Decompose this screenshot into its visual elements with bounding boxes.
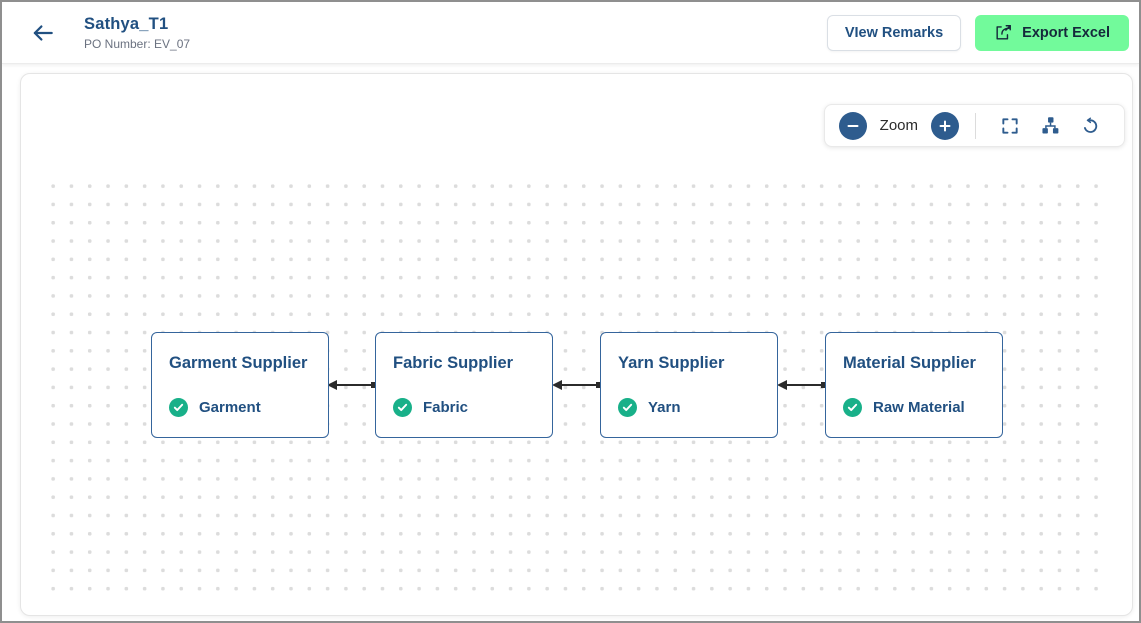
node-yarn-supplier[interactable]: Yarn Supplier Yarn [600, 332, 778, 438]
org-chart-icon [1040, 115, 1061, 136]
export-excel-button[interactable]: Export Excel [975, 14, 1129, 51]
rotate-reset-icon [1080, 116, 1100, 136]
flow-canvas[interactable]: Zoom [20, 73, 1133, 616]
fit-view-button[interactable] [995, 111, 1025, 141]
zoom-toolbar: Zoom [823, 104, 1125, 147]
edge-material-to-yarn [777, 380, 826, 390]
zoom-label: Zoom [879, 117, 918, 134]
arrow-left-icon [30, 20, 56, 46]
title-block: Sathya_T1 PO Number: EV_07 [84, 15, 190, 51]
node-status-label: Garment [199, 399, 261, 416]
node-status-label: Fabric [423, 399, 469, 416]
node-status-row: Raw Material [843, 398, 985, 417]
header-bar: Sathya_T1 PO Number: EV_07 VIew Remarks … [2, 2, 1139, 64]
back-button[interactable] [28, 18, 58, 48]
check-circle-icon [393, 398, 412, 417]
node-title: Fabric Supplier [393, 354, 514, 372]
page-title: Sathya_T1 [84, 14, 169, 33]
fullscreen-corners-icon [1000, 116, 1020, 136]
export-share-icon [994, 23, 1013, 42]
node-status-row: Yarn [618, 398, 760, 417]
toolbar-divider [975, 112, 976, 139]
check-circle-icon [618, 398, 637, 417]
node-title: Material Supplier [843, 354, 976, 372]
zoom-in-button[interactable] [931, 111, 959, 140]
node-title: Garment Supplier [169, 354, 308, 372]
node-fabric-supplier[interactable]: Fabric Supplier Fabric [375, 332, 553, 438]
plus-circle-icon [938, 119, 952, 133]
export-excel-label: Export Excel [1022, 24, 1110, 41]
node-status-label: Yarn [648, 399, 681, 416]
node-status-label: Raw Material [873, 399, 965, 416]
zoom-out-button[interactable] [838, 111, 867, 140]
node-status-row: Garment [169, 398, 311, 417]
check-circle-icon [169, 398, 188, 417]
minus-circle-icon [846, 119, 860, 133]
node-garment-supplier[interactable]: Garment Supplier Garment [151, 332, 329, 438]
reset-view-button[interactable] [1075, 111, 1105, 141]
po-number-subtitle: PO Number: EV_07 [84, 36, 191, 51]
check-circle-icon [843, 398, 862, 417]
node-status-row: Fabric [393, 398, 535, 417]
node-title: Yarn Supplier [618, 354, 725, 372]
auto-layout-button[interactable] [1035, 111, 1065, 141]
edge-fabric-to-garment [327, 380, 376, 390]
node-material-supplier[interactable]: Material Supplier Raw Material [825, 332, 1003, 438]
view-remarks-button[interactable]: VIew Remarks [826, 14, 962, 51]
edge-yarn-to-fabric [552, 380, 601, 390]
